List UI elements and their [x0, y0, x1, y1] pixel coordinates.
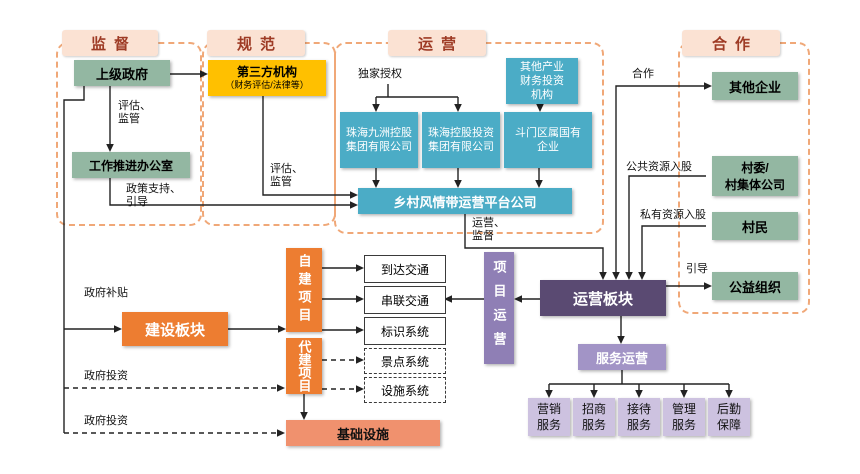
- work-office-box: 工作推进办公室: [72, 152, 190, 178]
- operation-block-box: 运营板块: [540, 280, 666, 316]
- header-cooperation: 合作: [682, 30, 780, 56]
- infrastructure-box: 基础设施: [286, 420, 440, 446]
- third-party-subtitle: （财务评估/法律等）: [225, 79, 309, 90]
- zhuhai-holdings-box: 珠海控股投资集团有限公司: [422, 112, 500, 168]
- header-operation: 运营: [388, 30, 486, 56]
- other-investors-box: 其他产业 财务投资 机构: [506, 58, 578, 104]
- label-cooperation: 合作: [632, 68, 654, 80]
- label-evaluate-supervise-1: 评估、 监管: [118, 100, 151, 125]
- scenic-system-box: 景点系统: [364, 348, 446, 374]
- label-gov-invest-2: 政府投资: [84, 415, 128, 427]
- jiuzhou-holdings-box: 珠海九洲控股集团有限公司: [340, 112, 418, 168]
- svc-marketing-box: 营销 服务: [528, 398, 570, 436]
- label-evaluate-supervise-2: 评估、 监管: [270, 163, 303, 188]
- svc-logistics-box: 后勤 保障: [708, 398, 750, 436]
- doumen-soe-box: 斗门区属国有企业: [504, 112, 592, 168]
- svc-management-box: 管理 服务: [663, 398, 705, 436]
- third-party-box: 第三方机构 （财务评估/法律等）: [208, 60, 326, 96]
- label-guidance: 引导: [686, 263, 708, 275]
- series-traffic-box: 串联交通: [364, 286, 446, 314]
- label-operate-supervise: 运营、 监督: [472, 217, 505, 242]
- villagers-box: 村民: [712, 212, 798, 240]
- construction-block-box: 建设板块: [122, 312, 228, 346]
- arrival-traffic-box: 到达交通: [364, 255, 446, 283]
- label-public-resources: 公共资源入股: [626, 161, 692, 173]
- self-build-box: 自建项目: [286, 248, 322, 332]
- signage-system-box: 标识系统: [364, 317, 446, 345]
- higher-gov-box: 上级政府: [74, 60, 170, 86]
- platform-company-box: 乡村风情带运营平台公司: [358, 188, 572, 214]
- svc-reception-box: 接待 服务: [618, 398, 660, 436]
- label-exclusive-auth: 独家授权: [358, 68, 402, 80]
- facility-system-box: 设施系统: [364, 377, 446, 403]
- agent-build-box: 代建项目: [286, 338, 322, 394]
- service-operation-box: 服务运营: [578, 344, 666, 370]
- header-standard: 规范: [207, 30, 305, 56]
- label-gov-subsidy: 政府补贴: [84, 287, 128, 299]
- label-policy-support: 政策支持、 引导: [126, 183, 181, 208]
- village-committee-box: 村委/ 村集体公司: [712, 156, 798, 196]
- label-private-resources: 私有资源入股: [640, 209, 706, 221]
- public-welfare-box: 公益组织: [712, 272, 798, 300]
- label-gov-invest-1: 政府投资: [84, 370, 128, 382]
- third-party-title: 第三方机构: [236, 64, 297, 79]
- project-operation-box: 项目运营: [484, 252, 514, 364]
- header-supervision: 监督: [62, 30, 158, 56]
- svc-investment-box: 招商 服务: [573, 398, 615, 436]
- other-enterprises-box: 其他企业: [712, 72, 798, 100]
